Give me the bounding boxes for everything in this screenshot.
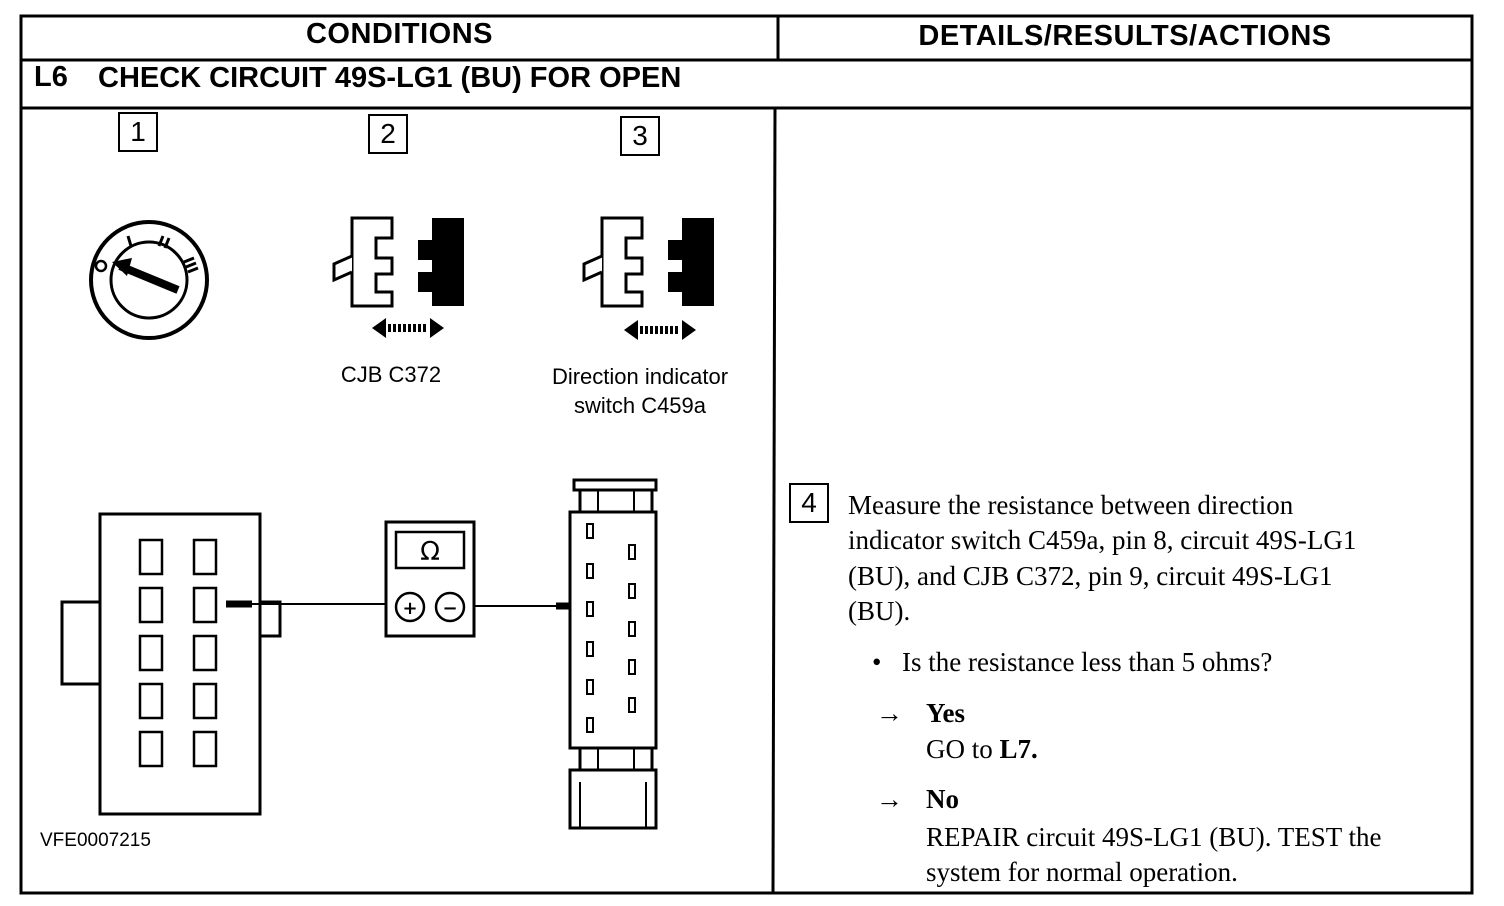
condition-number-2: 2 [368,114,408,154]
plus-symbol: + [402,598,417,619]
instruction-line-1: Measure the resistance between direction [848,490,1294,520]
ohm-symbol: Ω [420,537,440,567]
step-title: CHECK CIRCUIT 49S-LG1 (BU) FOR OPEN [98,62,682,94]
no-action-line-2: system for normal operation. [926,857,1238,887]
direction-switch-caption-line1: Direction indicator [551,364,729,389]
instruction-line-2: indicator switch C459a, pin 8, circuit 4… [848,525,1357,555]
cjb-c372-caption: CJB C372 [340,362,442,387]
condition-number-3: 3 [620,116,660,156]
minus-symbol: − [442,598,457,619]
yes-action: GO to L7. [926,731,1038,767]
step-id: L6 [34,61,68,93]
action-number-4: 4 [789,483,829,523]
instruction-line-3: (BU), and CJB C372, pin 9, circuit 49S-L… [848,561,1333,591]
ignition-switch-icon [89,220,209,340]
yes-label: Yes [926,698,965,728]
no-label: No [926,784,959,814]
instruction-line-4: (BU). [848,596,911,626]
cjb-c372-connector [60,512,282,816]
condition-number-1: 1 [118,112,158,152]
question-bullet: • [872,647,882,677]
connector-disconnect-icon-2 [332,216,464,338]
yes-action-target: L7. [999,734,1038,764]
direction-indicator-switch-connector [568,478,658,830]
no-arrow: → [876,784,903,814]
figure-code: VFE0007215 [40,830,151,851]
yes-arrow: → [876,698,903,728]
connector-disconnect-icon-3 [582,216,714,340]
direction-switch-caption-line2: switch C459a [573,393,707,418]
question-text: Is the resistance less than 5 ohms? [902,647,1273,677]
ohmmeter: Ω + − [384,520,476,638]
no-action-line-1: REPAIR circuit 49S-LG1 (BU). TEST the [926,822,1382,852]
details-column-header: DETAILS/RESULTS/ACTIONS [918,20,1332,52]
yes-action-prefix: GO to [926,734,993,764]
conditions-column-header: CONDITIONS [305,18,494,50]
